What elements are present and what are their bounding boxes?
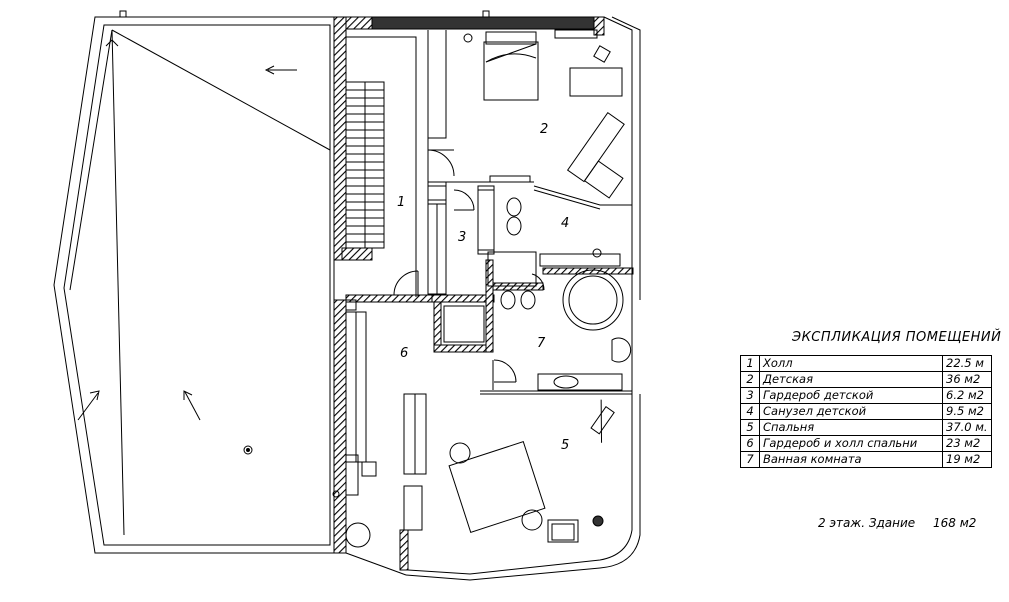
armchair	[547, 519, 579, 543]
bathroom-4-fixtures	[487, 175, 621, 287]
legend-row: 1 Холл 22.5 м	[740, 355, 992, 372]
legend-num: 2	[740, 371, 760, 388]
double-bed	[448, 441, 546, 533]
desk	[569, 67, 623, 97]
shelf	[554, 29, 598, 39]
legend-area: 36 м2	[942, 371, 992, 388]
summary-label: 2 этаж. Здание	[818, 516, 916, 530]
room-number-1: 1	[397, 195, 405, 210]
legend-row: 6 Гардероб и холл спальни 23 м2	[740, 435, 992, 452]
legend-name: Гардероб детской	[759, 387, 943, 404]
round-bathtub	[562, 269, 624, 331]
furniture-room-5	[332, 399, 615, 548]
legend-row: 5 Спальня 37.0 м.	[740, 419, 992, 436]
bed	[483, 41, 539, 101]
legend-area: 19 м2	[942, 451, 992, 468]
room-legend: ЭКСПЛИКАЦИЯ ПОМЕЩЕНИЙ 1 Холл 22.5 м 2 Де…	[740, 330, 1002, 468]
legend-num: 5	[740, 419, 760, 436]
legend-area: 22.5 м	[942, 355, 992, 372]
legend-name: Спальня	[759, 419, 943, 436]
legend-name: Гардероб и холл спальни	[759, 435, 943, 452]
sofa	[566, 112, 625, 183]
summary-area: 168 м2	[933, 516, 977, 530]
room-number-6: 6	[400, 346, 408, 361]
legend-name: Детская	[759, 371, 943, 388]
slope-arrows	[77, 65, 297, 455]
bathtub-4	[487, 251, 537, 287]
legend-num: 7	[740, 451, 760, 468]
room-number-2: 2	[540, 122, 548, 137]
walls	[333, 16, 634, 571]
legend-title: ЭКСПЛИКАЦИЯ ПОМЕЩЕНИЙ	[792, 330, 1002, 345]
doors	[393, 149, 545, 383]
legend-num: 6	[740, 435, 760, 452]
chair	[593, 45, 611, 63]
room-numbers: 1 2 3 4 5 6 7	[397, 122, 569, 453]
room-number-3: 3	[458, 230, 466, 245]
legend-num: 4	[740, 403, 760, 420]
legend-row: 7 Ванная комната 19 м2	[740, 451, 992, 468]
room-number-5: 5	[561, 438, 569, 453]
furniture-room-2	[463, 29, 625, 199]
legend-name: Санузел детской	[759, 403, 943, 420]
floor-summary: 2 этаж. Здание 168 м2	[818, 516, 990, 530]
room-number-7: 7	[537, 336, 546, 351]
legend-row: 4 Санузел детской 9.5 м2	[740, 403, 992, 420]
legend-area: 6.2 м2	[942, 387, 992, 404]
facade	[345, 16, 641, 581]
bathroom-7-fixtures	[443, 269, 632, 391]
terrace	[53, 10, 490, 554]
legend-num: 1	[740, 355, 760, 372]
legend-area: 23 м2	[942, 435, 992, 452]
legend-table: 1 Холл 22.5 м 2 Детская 36 м2 3 Гардероб…	[740, 355, 992, 468]
legend-num: 3	[740, 387, 760, 404]
legend-name: Холл	[759, 355, 943, 372]
legend-row: 3 Гардероб детской 6.2 м2	[740, 387, 992, 404]
legend-name: Ванная комната	[759, 451, 943, 468]
wardrobes	[345, 185, 495, 531]
room-number-4: 4	[561, 216, 569, 231]
furniture-room-6	[345, 454, 377, 496]
staircase	[345, 81, 385, 249]
legend-row: 2 Детская 36 м2	[740, 371, 992, 388]
legend-area: 9.5 м2	[942, 403, 992, 420]
legend-area: 37.0 м.	[942, 419, 992, 436]
